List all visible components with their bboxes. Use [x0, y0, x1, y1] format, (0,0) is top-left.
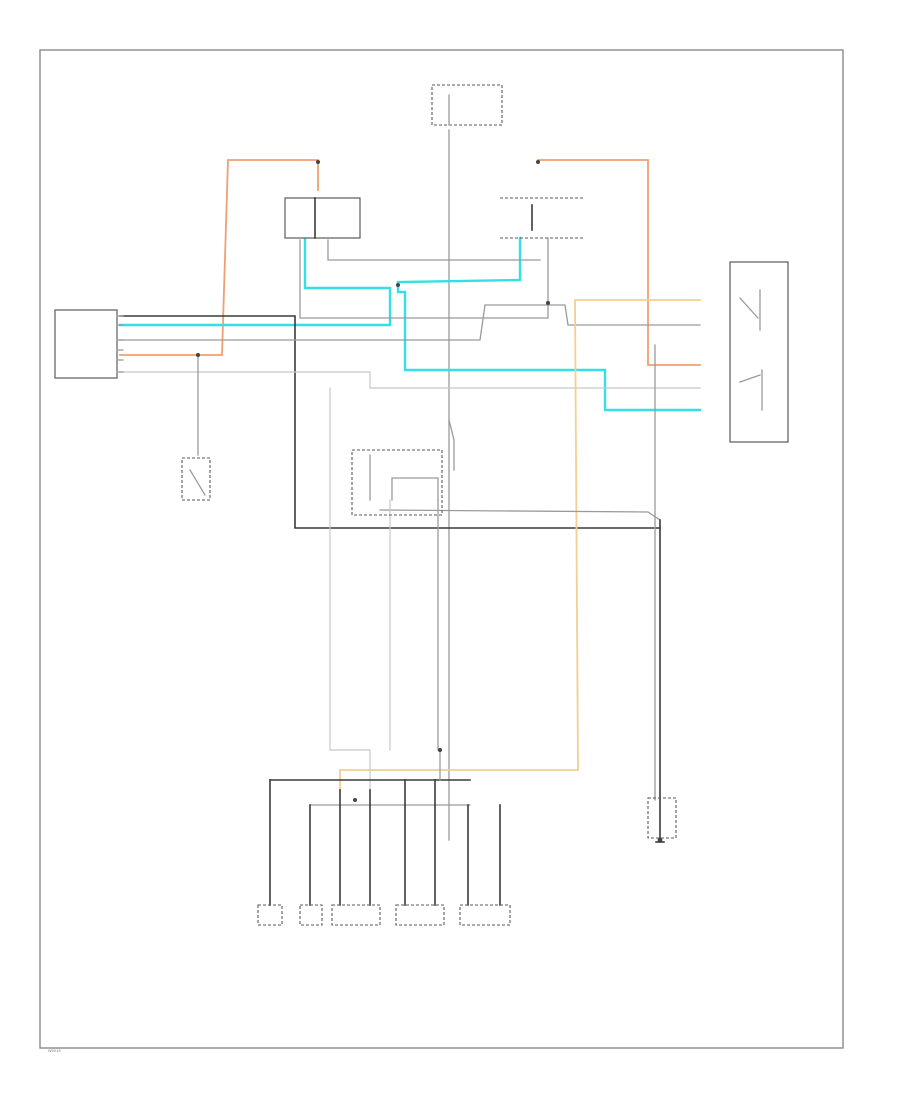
keyless-module-body: [54, 309, 118, 379]
right-ground-outline: [647, 797, 677, 839]
lock-button-switch: [331, 904, 381, 926]
wire-relay-output: [379, 509, 661, 521]
lock-button-switches: [257, 904, 511, 926]
wire-lightgrey-drop-left: [329, 387, 371, 791]
door-lock-relay: [351, 449, 443, 516]
door-lock-switch-contacts: [739, 289, 763, 411]
lock-button-switch: [257, 904, 283, 926]
splice-dot: [546, 301, 550, 305]
right-actuator-body: [500, 197, 585, 239]
right-ground-connection: [647, 797, 677, 843]
left-ground-symbol: [189, 469, 206, 496]
splice-dot: [536, 160, 540, 164]
door-lock-switch-body: [729, 261, 789, 443]
wire-cyan-right-actuator: [396, 236, 702, 412]
wire-tan-lock-buttons: [339, 299, 701, 791]
wire-lightgrey-module-signal: [119, 371, 701, 389]
wire-orange-left-actuator: [119, 159, 319, 356]
lock-button-switch: [459, 904, 511, 926]
right-door-lock-actuator: [500, 197, 585, 239]
lock-button-switch: [395, 904, 445, 926]
diagram-frame: [39, 49, 844, 1049]
left-door-lock-actuator: [284, 197, 361, 239]
wire-cyan-left-actuator: [118, 236, 392, 327]
lock-relay-outline: [351, 449, 443, 516]
wire-power-to-lock-relay: [448, 419, 455, 471]
left-ground-connection: [181, 457, 211, 501]
lock-button-switch: [299, 904, 323, 926]
keyless-entry-module: [54, 309, 124, 379]
lock-relay-coil: [369, 454, 439, 501]
wire-grey-right-actuator-feed: [327, 239, 541, 261]
splice-dot: [196, 353, 200, 357]
splice-dot: [353, 798, 357, 802]
keyless-module-pins: [116, 315, 124, 373]
left-actuator-body: [284, 197, 361, 239]
wire-orange-right-actuator: [537, 159, 701, 366]
splice-dot: [316, 160, 320, 164]
wire-layer: [118, 129, 702, 906]
splice-dot: [396, 283, 400, 287]
wire-grey-module-feed: [119, 304, 701, 341]
fuse-block: [431, 84, 503, 126]
splice-points: [196, 160, 663, 843]
splice-dot: [438, 748, 442, 752]
fuse-block-outline: [431, 84, 503, 126]
figure-code: W9016: [48, 1049, 61, 1053]
splice-dot: [657, 837, 663, 843]
wire-grey-actuator-common: [299, 237, 549, 319]
door-lock-switch: [729, 261, 789, 443]
wire-black-module-ground: [119, 315, 661, 529]
